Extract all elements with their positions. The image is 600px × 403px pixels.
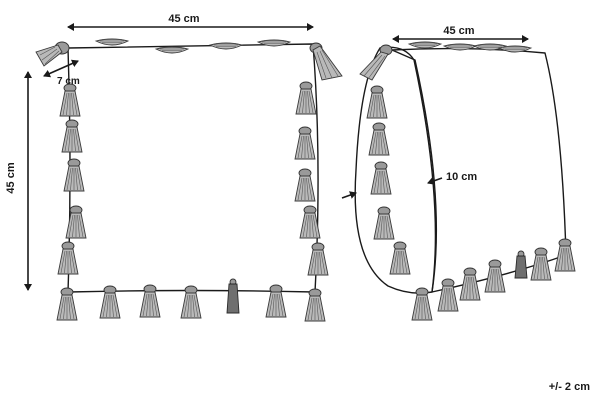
side-depth-label: 10 cm: [446, 171, 477, 183]
front-height-label: 45 cm: [5, 162, 17, 193]
front-left-tassels: [57, 83, 87, 275]
front-cushion-outline: [67, 43, 319, 293]
front-corner-tassel-top-left: [35, 41, 70, 67]
front-right-tassels: [294, 81, 329, 276]
front-tassel-arrow: [43, 59, 79, 78]
side-front-bulge-outline: [354, 46, 437, 294]
front-bottom-tassels: [56, 278, 326, 322]
side-view: 45 cm 10 cm: [341, 25, 576, 321]
side-top-tassels: [408, 41, 532, 53]
front-view: 45 cm 45 cm 7 cm: [5, 13, 343, 322]
side-depth-arrow-right: [427, 177, 443, 185]
side-depth-arrow-left: [341, 191, 357, 199]
side-front-tassels: [366, 85, 411, 275]
tolerance-note: +/- 2 cm: [549, 381, 590, 393]
side-corner-tassel-top: [359, 44, 393, 81]
front-corner-tassel-top-right: [309, 42, 343, 81]
side-width-label: 45 cm: [443, 25, 474, 37]
side-bottom-tassels: [411, 238, 576, 321]
front-width-label: 45 cm: [168, 13, 199, 25]
